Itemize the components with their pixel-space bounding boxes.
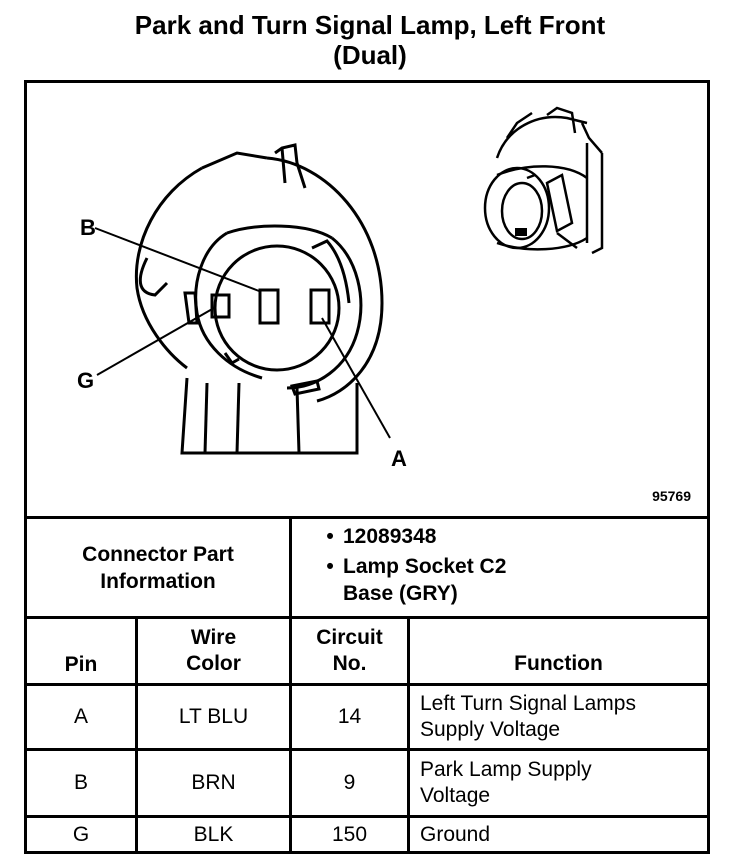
table-cell-function: Park Lamp Supply Voltage [420,751,705,815]
part-number-item: • 12089348 [317,523,707,550]
leader-b [94,227,260,292]
pin-label-g: G [77,368,94,393]
connector-face-view [134,143,384,455]
header-wire-color-line-2: Color [186,652,241,675]
divider [27,683,707,686]
table-cell-function: Ground [420,823,491,846]
socket-description-line-1: Lamp Socket C2 [343,555,507,578]
connector-part-info-values: • 12089348 • Lamp Socket C2 Base (GRY) [317,523,707,607]
part-number: 12089348 [343,525,437,548]
header-wire-color-line-1: Wire [190,626,237,649]
header-function: Function [514,652,603,675]
header-wire-color: Wire Color [138,625,289,677]
socket-description-line-2: Base (GRY) [343,582,458,605]
divider [27,748,707,751]
leader-a [321,317,391,439]
function-line-2: Voltage [420,784,491,807]
table-cell-wire-color: LT BLU [178,705,249,728]
connector-label-line-1: Connector Part [82,542,234,566]
column-divider [135,616,138,854]
column-divider [407,616,410,854]
pin-label-a: A [391,446,407,471]
table-cell-pin: B [73,771,88,794]
column-divider [289,516,292,854]
table-cell-circuit: 14 [337,705,362,728]
header-pin: Pin [64,653,98,676]
table-cell-wire-color: BRN [191,771,236,794]
leader-g [96,307,215,376]
divider [27,516,707,519]
table-cell-wire-color: BLK [193,823,234,846]
pin-label-b: B [80,215,96,240]
connector-3d-pin-mark [515,228,527,236]
connector-part-info-label: Connector Part Information [27,519,289,616]
bullet: • [326,525,334,548]
divider [27,815,707,818]
table-cell-function: Left Turn Signal Lamps Supply Voltage [420,686,705,748]
bullet: • [326,555,334,578]
connector-3d-view [483,106,604,255]
figure-number: 95769 [652,488,691,504]
table-cell-circuit: 9 [343,771,356,794]
function-line-2: Supply Voltage [420,718,561,741]
socket-description-item: • Lamp Socket C2 Base (GRY) [317,553,707,607]
divider [27,616,707,619]
header-circuit-no: Circuit No. [292,625,407,677]
connector-sheet: B G A 95769 Connector Part Information •… [24,80,710,854]
connector-drawing: B G A [77,106,604,471]
header-circuit-line-1: Circuit [316,626,383,649]
function-line-1: Left Turn Signal Lamps [420,692,636,715]
header-circuit-line-2: No. [332,652,367,675]
pin-leader-lines [94,227,391,439]
table-cell-pin: G [72,823,90,846]
title-line-1: Park and Turn Signal Lamp, Left Front [134,10,606,40]
table-cell-circuit: 150 [331,823,368,846]
title-line-2: (Dual) [333,40,407,70]
page-title: Park and Turn Signal Lamp, Left Front (D… [0,10,736,70]
function-line-1: Park Lamp Supply [420,758,592,781]
connector-diagram: B G A 95769 [27,83,707,516]
table-cell-pin: A [73,705,88,728]
connector-label-line-2: Information [100,569,216,593]
